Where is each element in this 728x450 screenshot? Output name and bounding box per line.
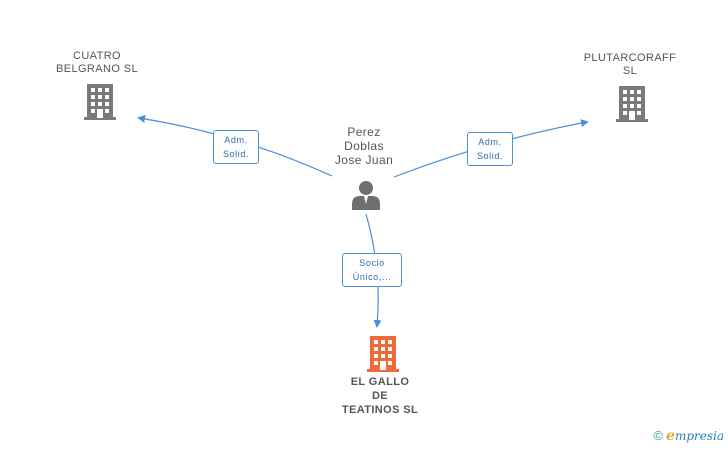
person-label-line: Jose Juan (334, 153, 394, 167)
edge-label-left[interactable]: Adm. Solid. (213, 130, 259, 164)
edge-label-main[interactable]: Socio Único,... (342, 253, 402, 287)
person-label[interactable]: Perez Doblas Jose Juan (322, 125, 406, 167)
brand-logo-text: mpresia (674, 429, 724, 443)
edge-label-line: Solid. (222, 149, 250, 159)
company-right-label[interactable]: PLUTARCORAFF SL (574, 52, 686, 78)
edge-label-line: Adm. (224, 135, 248, 145)
edge-label-line: Adm. (478, 137, 502, 147)
company-right-label-line: SL (622, 65, 638, 77)
empresia-brand[interactable]: ©empresia (653, 428, 724, 444)
building-icon[interactable] (616, 86, 648, 122)
brand-logo-letter: e (666, 428, 675, 444)
person-icon[interactable] (351, 180, 381, 210)
person-label-line: Perez (347, 125, 381, 139)
main-company-label[interactable]: EL GALLO DE TEATINOS SL (330, 375, 430, 417)
edge-label-right[interactable]: Adm. Solid. (467, 132, 513, 166)
main-company-label-line: DE (371, 390, 389, 402)
edge-label-line: Solid. (476, 151, 504, 161)
main-company-label-line: EL GALLO (350, 376, 410, 388)
company-left-label-line: BELGRANO SL (55, 63, 139, 75)
main-building-icon[interactable] (367, 336, 399, 372)
edge-label-line: Único,... (352, 272, 392, 282)
edge-label-line: Socio (359, 258, 385, 268)
main-company-label-line: TEATINOS SL (341, 404, 419, 416)
copyright-icon: © (653, 428, 664, 443)
person-label-line: Doblas (344, 139, 384, 153)
company-left-label[interactable]: CUATRO BELGRANO SL (52, 50, 142, 76)
company-right-label-line: PLUTARCORAFF (583, 52, 677, 64)
building-icon[interactable] (84, 84, 116, 120)
company-left-label-line: CUATRO (72, 50, 122, 62)
